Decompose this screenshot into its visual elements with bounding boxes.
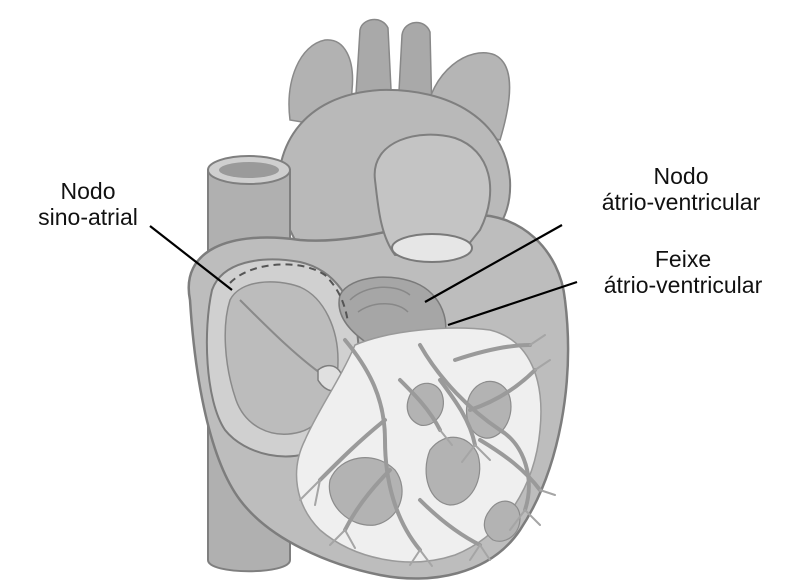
label-sinoatrial-line2: sino-atrial bbox=[18, 204, 158, 230]
label-av-node-line1: Nodo bbox=[568, 163, 794, 189]
label-av-bundle-line1: Feixe bbox=[568, 246, 798, 272]
label-sinoatrial-line1: Nodo bbox=[18, 178, 158, 204]
label-av-node-line2: átrio-ventricular bbox=[568, 189, 794, 215]
pulmonary-valve bbox=[392, 234, 472, 262]
label-av-bundle: Feixe átrio-ventricular bbox=[568, 246, 798, 298]
label-av-bundle-line2: átrio-ventricular bbox=[568, 272, 798, 298]
label-sinoatrial-node: Nodo sino-atrial bbox=[18, 178, 158, 230]
label-av-node: Nodo átrio-ventricular bbox=[568, 163, 794, 215]
